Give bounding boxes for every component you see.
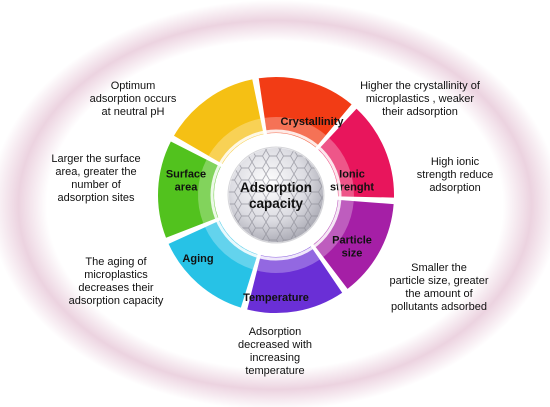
inner-ring-highlight [210, 129, 342, 261]
factor-ring: pHCrystallinityIonicstrenghtParticlesize… [157, 77, 394, 313]
center-label-line1: Adsorption [240, 180, 312, 195]
segment-ionic-strength-label: Ionic [339, 169, 365, 181]
segment-ionic-strength-label: strenght [330, 182, 374, 194]
center-node: Adsorption capacity [227, 146, 325, 244]
segment-surface-area-label: area [175, 182, 199, 194]
segment-crystallinity-label: Crystallinity [281, 116, 345, 128]
segment-temperature: Temperature [168, 220, 309, 308]
segment-particle-size-label: Particle [332, 235, 372, 247]
segment-surface-area-inner-band [208, 118, 264, 164]
segment-particle-size-shape [247, 246, 343, 313]
segment-temperature-label: Temperature [243, 292, 309, 304]
segment-crystallinity-inner-band [318, 137, 354, 197]
segment-aging-shape [157, 141, 221, 238]
segment-surface-area-label: Surface [166, 169, 206, 181]
segment-temperature-shape [168, 220, 258, 308]
segment-temperature-inner-band [204, 220, 258, 270]
segment-particle-size-label: size [342, 248, 363, 260]
center-label-line2: capacity [249, 196, 304, 211]
segment-ionic-strength-inner-band [313, 199, 354, 258]
segment-aging-label: Aging [182, 253, 213, 265]
